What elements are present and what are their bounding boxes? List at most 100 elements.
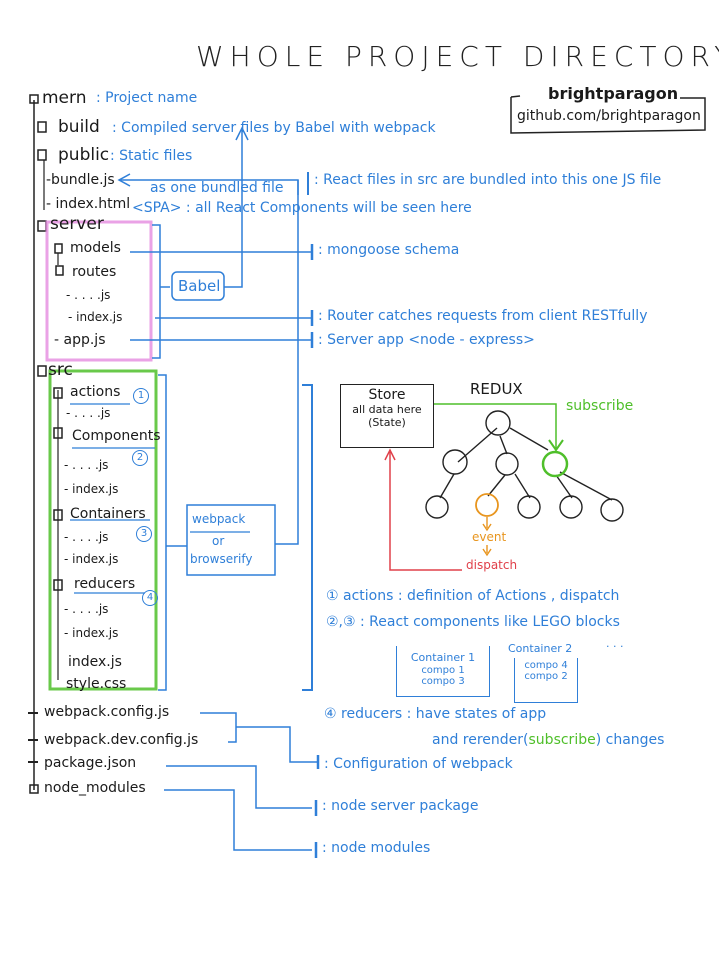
note-reducers-part-a: and rerender( [432,732,529,748]
tree-actions-file: - . . . .js [66,406,111,420]
tree-reducers-file: - . . . .js [64,602,109,616]
tree-node [425,495,449,519]
tree-node [559,495,583,519]
folder-icon-models [54,243,63,254]
note-components: ②,③ : React components like LEGO blocks [326,614,620,630]
tree-containers-name: Containers [70,506,146,522]
tree-routes-name: routes [72,264,117,280]
tree-bundle-desc: : React files in src are bundled into th… [314,172,662,188]
badge-containers: 3 [136,526,152,542]
tree-node [600,498,624,522]
tree-components-file: - index.js [64,482,119,496]
tree-build-name: build [58,117,100,137]
tree-node-modules: node_modules [44,780,146,796]
tree-build-desc: : Compiled server files by Babel with we… [112,120,436,136]
tree-package-json: package.json [44,755,137,771]
author-url[interactable]: github.com/brightparagon [517,108,701,124]
tree-routes-desc: : Router catches requests from client RE… [318,308,648,324]
babel-label: Babel [178,277,221,295]
folder-icon-routes [55,265,64,276]
tree-src-index: index.js [68,654,122,670]
folder-icon-containers [53,509,63,521]
tree-actions-name: actions [70,384,121,400]
more-containers: · · · [606,640,624,653]
tree-node [517,495,541,519]
container-1-title: Container 1 [410,651,476,664]
dispatch-label: dispatch [466,558,518,572]
tree-components-file: - . . . .js [64,458,109,472]
note-actions: ① actions : definition of Actions , disp… [326,588,620,604]
note-reducers-line2: and rerender(subscribe) changes [432,732,664,748]
tree-bundle-name: -bundle.js [46,172,115,188]
note-reducers-subscribe: subscribe [528,732,596,748]
page-title: WHOLE PROJECT DIRECTORY [196,40,719,73]
container-2-item: compo 2 [524,671,568,682]
tree-root-name: mern [42,88,87,108]
tree-src-style: style.css [66,676,127,692]
tree-public-name: public [58,145,110,165]
tree-models-name: models [70,240,121,256]
tree-routes-file: - . . . .js [66,288,111,302]
store-box: Store all data here (State) [340,384,434,448]
folder-icon-build [37,121,47,133]
webpack-box [186,504,276,576]
store-title: Store [368,387,406,403]
subscribe-label: subscribe [566,398,634,414]
babel-box [171,271,225,301]
webpack-label: webpack [192,512,246,526]
tree-containers-file: - index.js [64,552,119,566]
node-modules-desc: : node modules [322,840,431,856]
tree-node-root [485,410,511,436]
bundle-arrow-label: as one bundled file [150,180,284,196]
tree-root-desc: : Project name [96,90,198,106]
folder-icon-reducers [53,579,63,591]
author-name: brightparagon [548,84,679,103]
tree-reducers-name: reducers [74,576,136,592]
note-reducers-line1: ④ reducers : have states of app [324,706,547,722]
tree-node-event [475,493,499,517]
container-2-title: Container 2 [508,642,573,655]
container-1-item: compo 1 [421,665,465,676]
tree-index-html-desc: <SPA> : all React Components will be see… [132,200,472,216]
webpack-config-desc: : Configuration of webpack [324,756,513,772]
tree-webpack-dev-config: webpack.dev.config.js [44,732,199,748]
server-highlight [45,220,153,362]
tree-node-subscribed [541,450,569,478]
redux-title: REDUX [470,380,523,398]
tree-containers-file: - . . . .js [64,530,109,544]
tree-app-desc: : Server app <node - express> [318,332,535,348]
tree-node [495,452,519,476]
badge-components: 2 [132,450,148,466]
folder-icon-src [37,365,47,377]
tree-node [442,449,468,475]
store-state: (State) [368,416,406,429]
container-2-box: compo 4 compo 2 [514,658,578,703]
tree-public-desc: : Static files [110,148,193,164]
container-1-box: Container 1 compo 1 compo 3 [396,646,490,697]
tree-server-name: server [50,214,104,234]
event-label: event [472,530,507,544]
store-subtitle: all data here [352,403,422,416]
folder-icon-server [37,220,47,232]
container-1-item: compo 3 [421,676,465,687]
webpack-or: or [212,534,225,548]
tree-index-html-name: - index.html [46,196,131,212]
tree-app-name: - app.js [54,332,106,348]
tree-src-name: src [48,360,73,380]
container-2-item: compo 4 [524,660,568,671]
folder-icon-mern [29,94,39,104]
browserify-label: browserify [190,552,253,566]
folder-icon-public [37,149,47,161]
tree-webpack-config: webpack.config.js [44,704,170,720]
tree-reducers-file: - index.js [64,626,119,640]
folder-icon-actions [53,387,63,399]
folder-icon-components [53,427,63,439]
badge-reducers: 4 [142,590,158,606]
tree-routes-file: - index.js [68,310,123,324]
redux-tree [425,410,624,522]
package-json-desc: : node server package [322,798,479,814]
tree-components-name: Components [72,428,161,444]
tree-models-desc: : mongoose schema [318,242,460,258]
note-reducers-part-c: ) changes [595,732,665,748]
